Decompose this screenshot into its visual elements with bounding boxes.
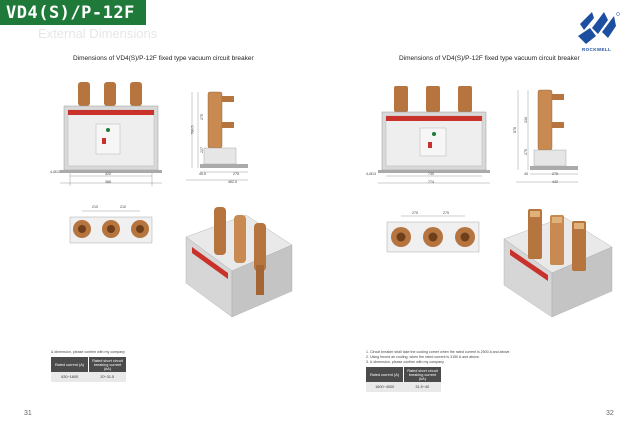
right-side-base: 275 bbox=[552, 172, 558, 176]
left-side-base: 275 bbox=[233, 172, 239, 176]
left-note: & dimension, please confirm with my comp… bbox=[51, 350, 125, 354]
right-front-hole: 4-Ø13 bbox=[366, 172, 376, 176]
right-top-view bbox=[383, 212, 483, 257]
company-logo bbox=[570, 6, 626, 56]
left-side-h2: 227 bbox=[200, 147, 204, 153]
left-top-view bbox=[66, 205, 156, 250]
right-note-1: 1. Circuit breaker shall take the coolin… bbox=[366, 350, 511, 354]
left-table-header-0: Rated current (A) bbox=[51, 357, 89, 372]
left-table-cell: 630~1600 bbox=[51, 372, 89, 382]
left-top-pitch2: 210 bbox=[120, 205, 126, 209]
right-top-pitch2: 275 bbox=[443, 211, 449, 215]
left-side-h1: 275 bbox=[200, 114, 204, 120]
right-3d-view bbox=[498, 205, 616, 320]
section-subtitle: External Dimensions bbox=[38, 26, 158, 41]
right-note-3: 3. & dimension, please confirm with my c… bbox=[366, 360, 444, 364]
left-table-header-1: Rated short circuit breaking current (kA… bbox=[88, 357, 126, 372]
header-banner bbox=[0, 0, 146, 25]
left-front-overall: 388 bbox=[105, 180, 111, 184]
left-side-depth: 462.5 bbox=[228, 180, 237, 184]
left-caption: Dimensions of VD4(S)/P-12F fixed type va… bbox=[73, 55, 254, 62]
rockwell-logo-icon bbox=[578, 12, 620, 44]
right-spec-table: Rated current (A) Rated short circuit br… bbox=[366, 367, 441, 392]
left-front-hole: 4-Ø13 bbox=[50, 170, 60, 174]
page-title: VD4(S)/P-12F bbox=[6, 3, 135, 23]
left-side-view bbox=[178, 88, 258, 188]
right-side-bottom-left: 45 bbox=[524, 172, 528, 176]
right-front-width: 730 bbox=[428, 172, 434, 176]
right-side-h2: 275 bbox=[524, 149, 528, 155]
right-side-total: 878 bbox=[513, 127, 517, 133]
right-front-view bbox=[374, 80, 494, 190]
right-front-overall: 774 bbox=[428, 180, 434, 184]
left-front-view bbox=[56, 80, 166, 190]
right-side-view bbox=[508, 80, 588, 188]
right-note-2: 2. Using forced air cooling, when the ra… bbox=[366, 355, 480, 359]
left-spec-table: Rated current (A) Rated short circuit br… bbox=[51, 357, 126, 382]
right-caption: Dimensions of VD4(S)/P-12F fixed type va… bbox=[399, 55, 580, 62]
left-side-bottom-left: 49.5 bbox=[199, 172, 206, 176]
left-side-total: 780.5 bbox=[190, 125, 195, 135]
left-top-pitch1: 210 bbox=[92, 205, 98, 209]
left-page-number: 31 bbox=[24, 410, 32, 417]
right-table-header-1: Rated short circuit breaking current (kA… bbox=[403, 367, 441, 382]
left-front-width: 320 bbox=[105, 172, 111, 176]
logo-text: ROCKWELL bbox=[582, 47, 612, 52]
right-table-cell: 1600~4000 bbox=[366, 382, 404, 392]
right-side-depth: 442 bbox=[552, 180, 558, 184]
right-top-pitch1: 275 bbox=[412, 211, 418, 215]
right-page-number: 32 bbox=[606, 410, 614, 417]
right-side-h1: 330 bbox=[524, 117, 528, 123]
right-table-cell: 31.5~40 bbox=[403, 382, 441, 392]
left-3d-view bbox=[180, 205, 295, 320]
right-table-header-0: Rated current (A) bbox=[366, 367, 404, 382]
left-table-cell: 20~31.5 bbox=[88, 372, 126, 382]
